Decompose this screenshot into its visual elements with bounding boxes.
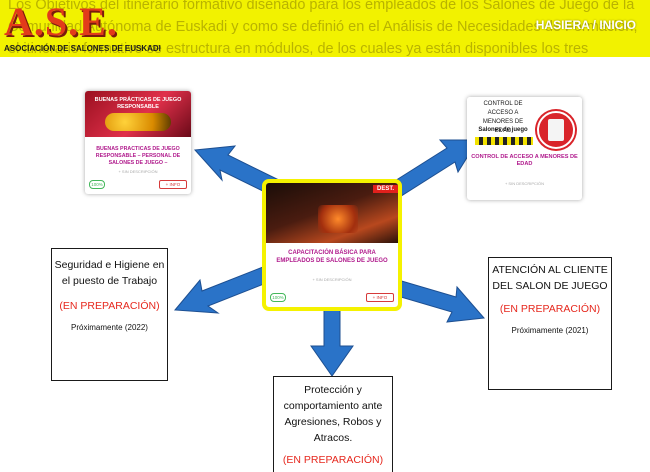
course-card-capacitacion-basica[interactable]: DEST. CAPACITACIÓN BÁSICA PARA EMPLEADOS…	[262, 179, 402, 311]
info-button[interactable]: + INFO	[366, 293, 394, 302]
no-minors-sign-icon	[537, 111, 575, 149]
casino-chips-image	[105, 113, 171, 131]
course-title[interactable]: CAPACITACIÓN BÁSICA PARA EMPLEADOS DE SA…	[276, 250, 388, 264]
module-seguridad-higiene: Seguridad e Higiene en el puesto de Trab…	[51, 248, 168, 381]
intro-text: Los Objetivos del itinerario formativo d…	[8, 0, 638, 57]
arrow-to-atencion-cliente	[383, 276, 486, 323]
site-header: Los Objetivos del itinerario formativo d…	[0, 0, 650, 57]
course-card-control-acceso[interactable]: CONTROL DE ACCESO A MENORES DE EDAD Salo…	[467, 97, 582, 200]
arrow-to-control-acceso	[389, 139, 479, 199]
module-status: (EN PREPARACIÓN)	[282, 454, 384, 466]
slot-machine-image	[318, 205, 358, 233]
course-description: + SIN DESCRIPCIÓN	[504, 181, 544, 186]
thumbnail-title: BUENAS PRÁCTICAS DE JUEGO RESPONSABLE	[94, 97, 182, 110]
module-status: (EN PREPARACIÓN)	[59, 300, 160, 312]
logo-subtitle: ASOCIACIÓN DE SALONES DE EUSKADI	[4, 44, 161, 53]
progress-badge: 100%	[270, 293, 286, 302]
info-button[interactable]: + INFO	[159, 180, 187, 189]
module-date: Próximamente (2021)	[511, 326, 589, 335]
thumbnail-subtitle: Salones de juego	[478, 127, 528, 133]
logo-letters: A.S.E.	[4, 0, 118, 44]
module-title: Seguridad e Higiene en el puesto de Trab…	[54, 259, 165, 287]
course-description: + SIN DESCRIPCIÓN	[118, 169, 158, 174]
arrow-to-proteccion	[310, 300, 354, 377]
course-description: + SIN DESCRIPCIÓN	[312, 277, 352, 282]
ase-logo[interactable]: A.S.E. ASOCIACIÓN DE SALONES DE EUSKADI	[4, 0, 161, 54]
featured-ribbon: DEST.	[372, 185, 398, 193]
arrow-to-seguridad-higiene	[173, 264, 275, 314]
course-title[interactable]: BUENAS PRACTICAS DE JUEGO RESPONSABLE – …	[95, 146, 181, 166]
nav-home-link[interactable]: HASIERA / INICIO	[535, 18, 636, 32]
course-thumbnail: DEST.	[266, 183, 398, 243]
progress-badge: 100%	[89, 180, 105, 189]
thumbnail-title: CONTROL DE ACCESO A MENORES DE EDAD	[482, 101, 524, 134]
course-thumbnail: CONTROL DE ACCESO A MENORES DE EDAD Salo…	[467, 97, 582, 149]
warning-stripes	[475, 137, 533, 145]
module-date: Próximamente (2022)	[71, 323, 148, 332]
module-atencion-cliente: ATENCIÓN AL CLIENTE DEL SALON DE JUEGO (…	[488, 257, 612, 390]
module-title: ATENCIÓN AL CLIENTE DEL SALON DE JUEGO	[492, 264, 608, 292]
module-status: (EN PREPARACIÓN)	[499, 303, 601, 315]
course-title[interactable]: CONTROL DE ACCESO A MENORES DE EDAD	[471, 154, 578, 167]
module-title: Protección y comportamiento ante Agresio…	[283, 384, 383, 444]
course-card-buenas-practicas[interactable]: BUENAS PRÁCTICAS DE JUEGO RESPONSABLE BU…	[85, 91, 191, 194]
module-proteccion-agresiones: Protección y comportamiento ante Agresio…	[273, 376, 393, 472]
course-thumbnail: BUENAS PRÁCTICAS DE JUEGO RESPONSABLE	[85, 91, 191, 137]
